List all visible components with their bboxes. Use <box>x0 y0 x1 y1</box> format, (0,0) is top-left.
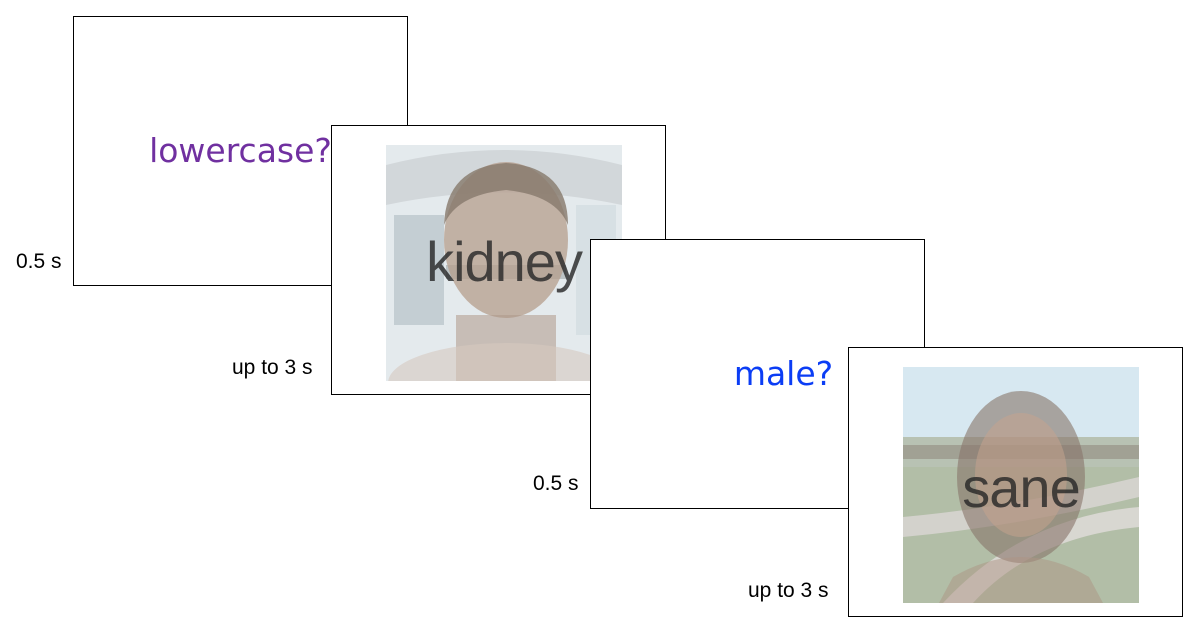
cue-duration-1: 0.5 s <box>16 250 62 273</box>
cue-text-2: male? <box>733 354 834 393</box>
word-stimulus-2: sane <box>962 456 1080 519</box>
stimulus-duration-1: up to 3 s <box>232 356 313 379</box>
composite-image-1: kidney <box>386 145 622 381</box>
stimulus-screen-2: sane <box>848 347 1183 617</box>
cue-duration-2: 0.5 s <box>533 472 579 495</box>
word-stimulus-1: kidney <box>426 230 583 293</box>
stimulus-duration-2: up to 3 s <box>748 579 829 602</box>
composite-image-2: sane <box>903 367 1139 603</box>
cue-text-1: lowercase? <box>149 131 332 170</box>
